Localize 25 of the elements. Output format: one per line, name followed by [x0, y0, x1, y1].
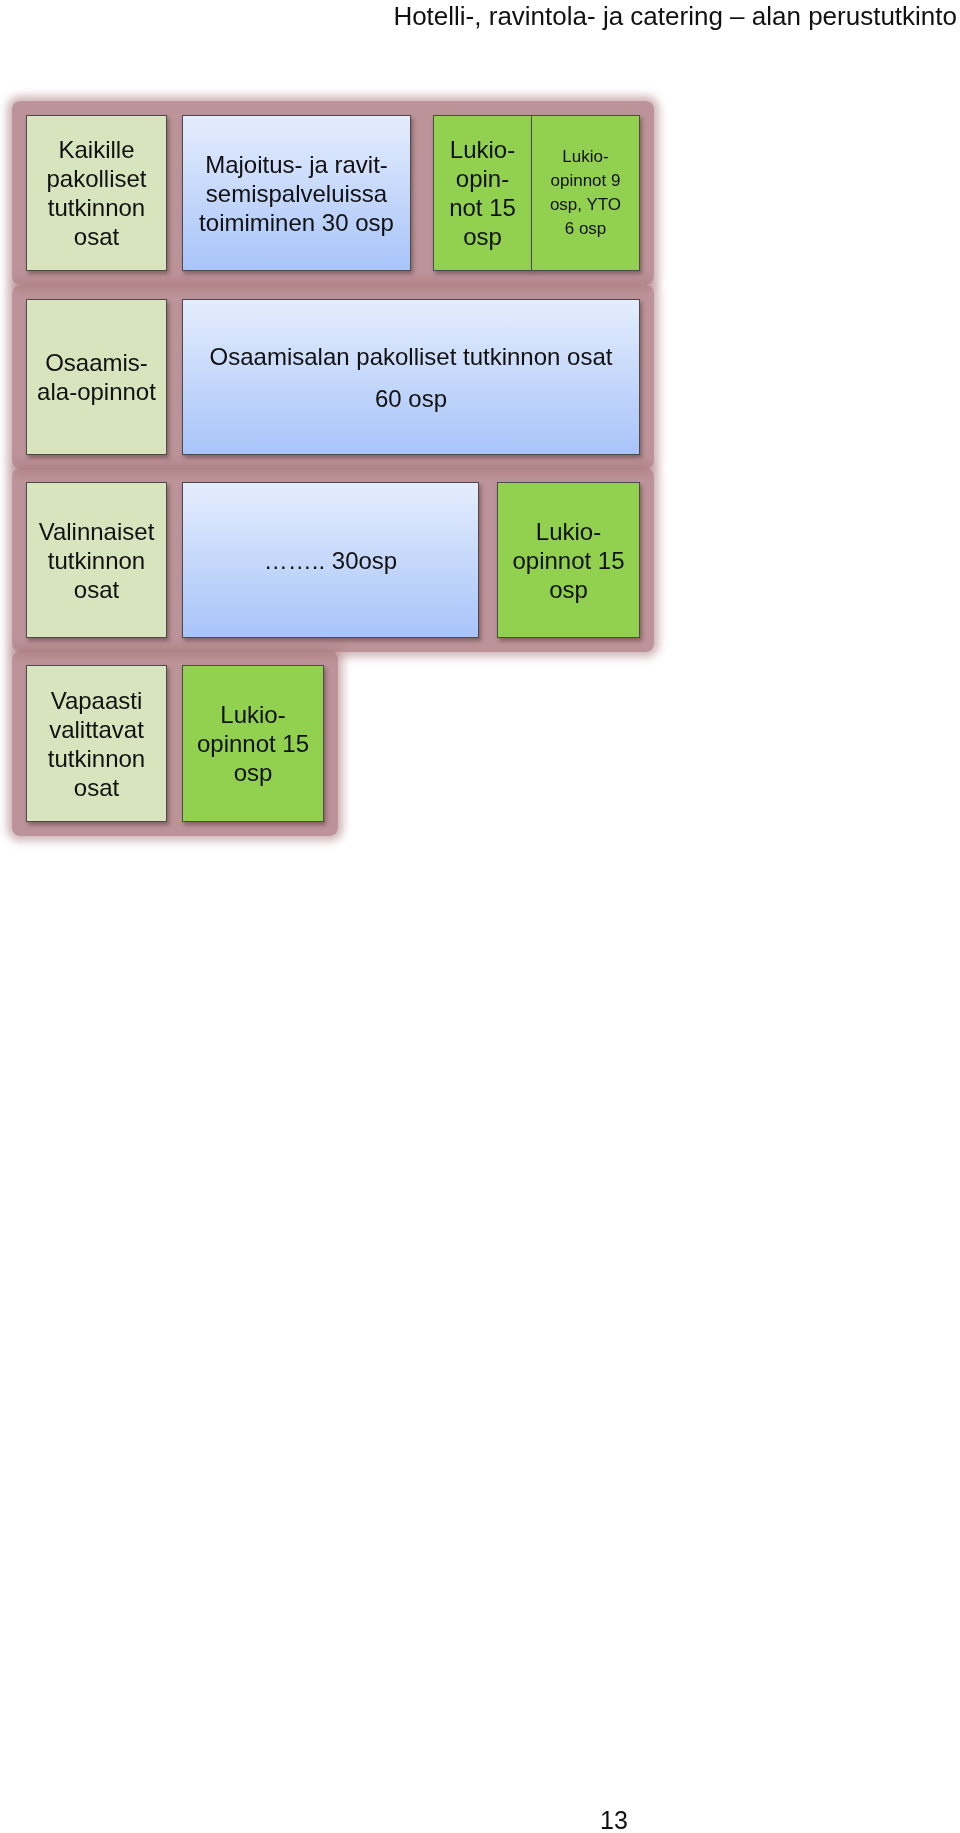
module-label: Majoitus- ja ravit- semispalveluissa toimiminen 30 osp [198, 149, 395, 237]
course-box [497, 482, 640, 638]
page-number: 13 [600, 1806, 628, 1833]
module-label: Osaamisalan pakolliset tutkinnon osat [209, 341, 613, 371]
category-box [26, 299, 167, 455]
course-label: Lukio- opinnot 15 osp [511, 516, 626, 604]
category-label: Osaamis- ala-opinnot [36, 348, 157, 406]
course-box [182, 665, 324, 822]
course-label: Lukio- opinnot 15 osp [195, 700, 311, 787]
category-label: Vapaasti valittavat tutkinnon osat [46, 685, 147, 802]
page-title: Hotelli-, ravintola- ja catering – alan perustutkinto [393, 0, 957, 33]
module-label: …….. 30osp [263, 545, 398, 575]
category-box [26, 482, 167, 638]
credits-label: 60 osp [374, 383, 448, 413]
course-label: Lukio- opin- not 15 osp [448, 135, 517, 251]
module-box [182, 115, 411, 271]
course-label: Lukio- opinnot 9 osp, YTO 6 osp [548, 146, 623, 240]
category-box [26, 665, 167, 822]
category-box [26, 115, 167, 271]
course-box [531, 115, 640, 271]
module-box [182, 482, 479, 638]
module-box [182, 299, 640, 455]
category-label: Kaikille pakolliset tutkinnon osat [45, 135, 148, 251]
course-box [433, 115, 532, 271]
category-label: Valinnaiset tutkinnon osat [37, 516, 156, 604]
